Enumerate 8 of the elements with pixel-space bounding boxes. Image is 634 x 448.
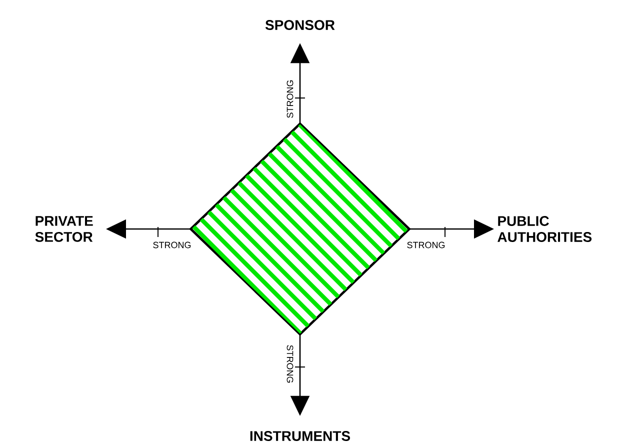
axis-label: INSTRUMENTS (250, 431, 350, 441)
axis-label: PRIVATE SECTOR (35, 216, 93, 242)
scale-label: STRONG (153, 242, 191, 248)
scale-label: STRONG (286, 345, 294, 383)
scale-label: STRONG (407, 242, 445, 248)
scale-label: STRONG (286, 80, 294, 118)
axis-label: PUBLIC AUTHORITIES (498, 216, 592, 242)
axis-label: SPONSOR (265, 20, 335, 30)
